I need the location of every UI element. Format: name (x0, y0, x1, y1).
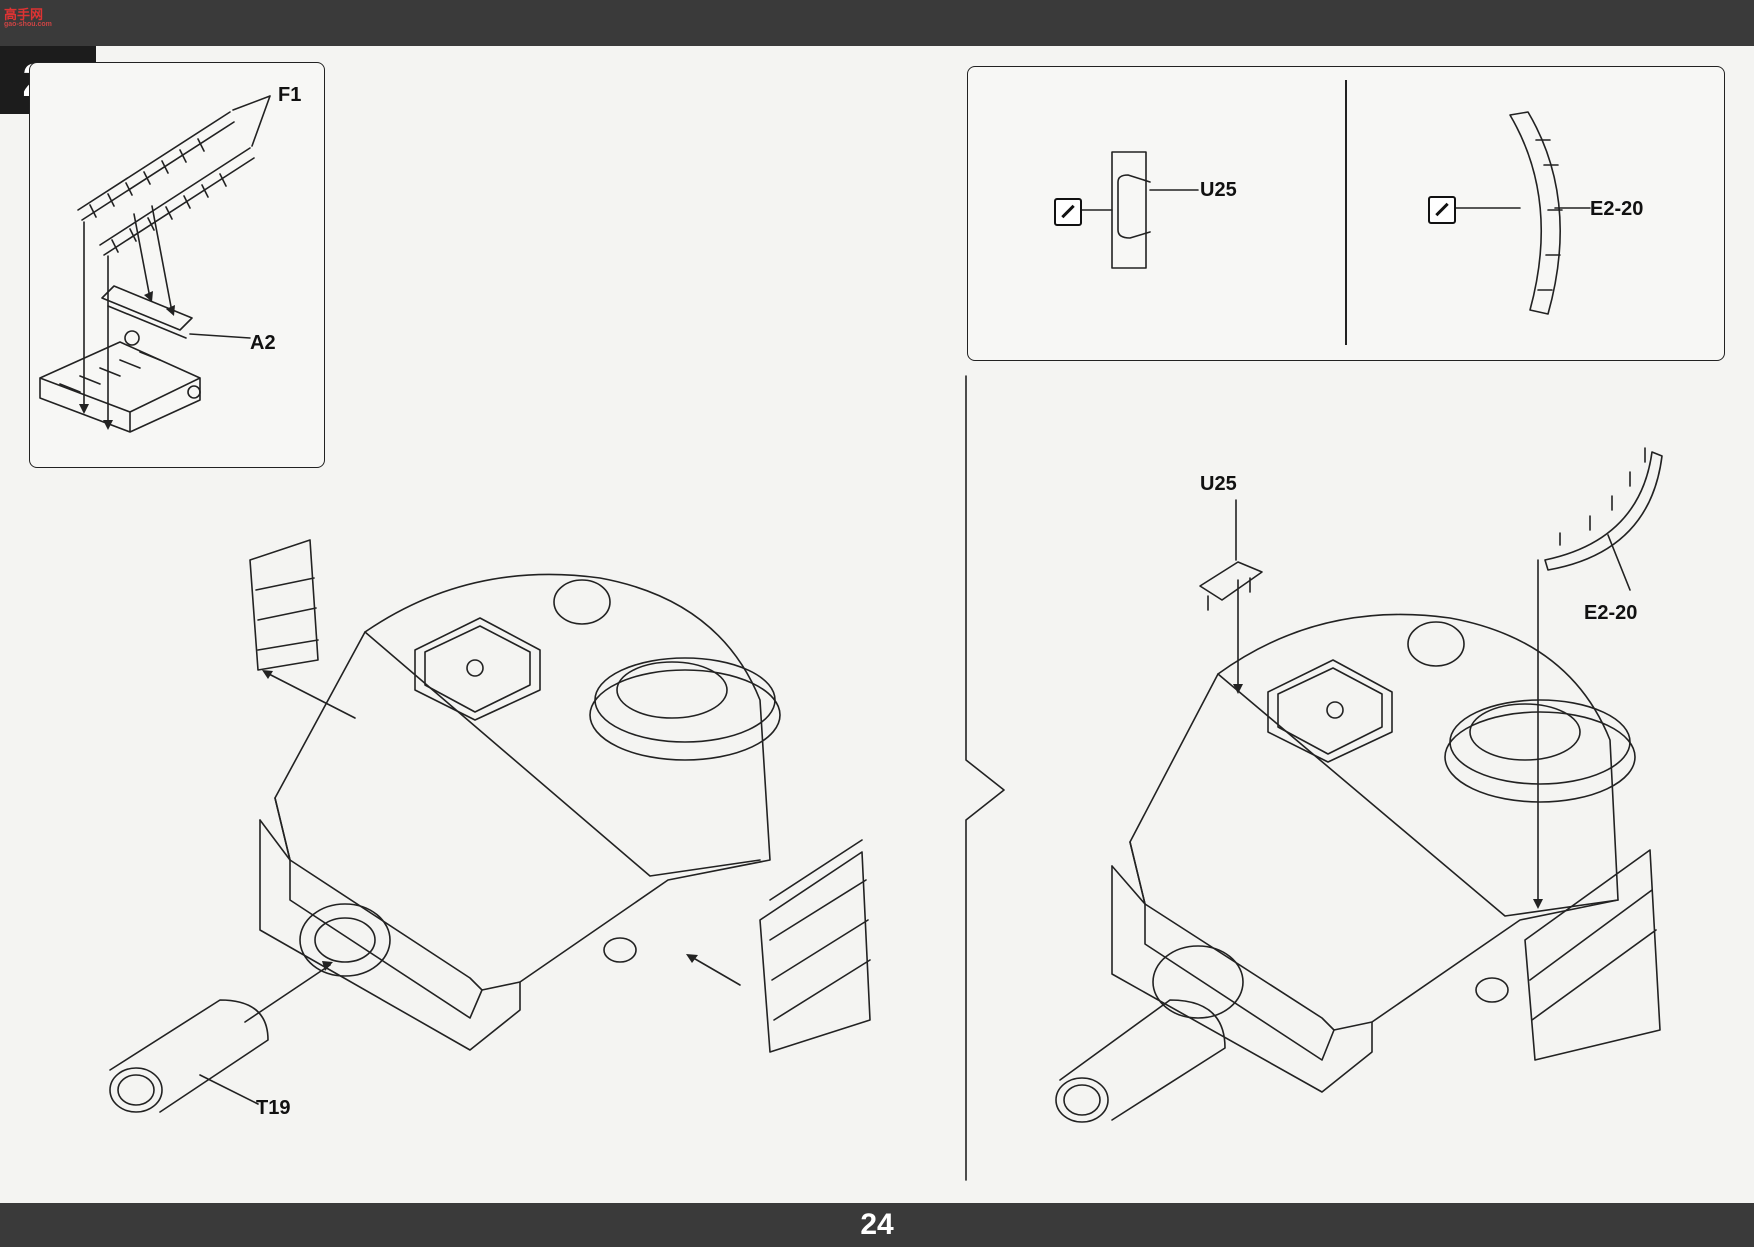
driver-hatch-right (1267, 659, 1393, 763)
leader-a2 (189, 333, 251, 339)
spare-track-top (249, 539, 319, 671)
label-a2: A2 (250, 332, 276, 354)
label-u25-detail: U25 (1200, 179, 1237, 201)
page-number: 24 (860, 1208, 894, 1241)
watermark-text: 高手网 (4, 7, 44, 22)
spare-track-right (759, 851, 871, 1053)
leader-f1 (232, 95, 271, 147)
label-t19: T19 (256, 1097, 291, 1119)
label-u25-right: U25 (1200, 473, 1237, 495)
watermark-logo: 高手网 gao-shou.com (4, 4, 52, 28)
glue-icon (1428, 196, 1456, 224)
page-divider (965, 375, 1005, 1181)
leader-t19 (199, 1074, 259, 1105)
part-a2 (101, 285, 193, 339)
part-e2-20 (1544, 451, 1663, 571)
top-bar (0, 0, 1754, 46)
label-e2-20-detail: E2-20 (1590, 198, 1644, 220)
assembly-jig (39, 341, 201, 433)
leader-e2-20-right (1607, 534, 1631, 591)
label-e2-20-right: E2-20 (1584, 602, 1638, 624)
track-subassembly-inset (29, 62, 325, 468)
driver-hatch-left (414, 617, 541, 721)
hull-right (1129, 613, 1619, 1031)
label-f1: F1 (278, 84, 302, 106)
hull-left (274, 573, 771, 991)
sprue-rod-2 (99, 147, 255, 256)
bottom-bar (0, 1203, 1754, 1247)
part-t19 (109, 999, 269, 1113)
glue-icon (1054, 198, 1082, 226)
sprue-rod-1 (77, 111, 235, 221)
detail-inset-divider (1345, 80, 1347, 345)
watermark-subtext: gao-shou.com (4, 21, 52, 28)
part-u25 (1199, 561, 1263, 611)
